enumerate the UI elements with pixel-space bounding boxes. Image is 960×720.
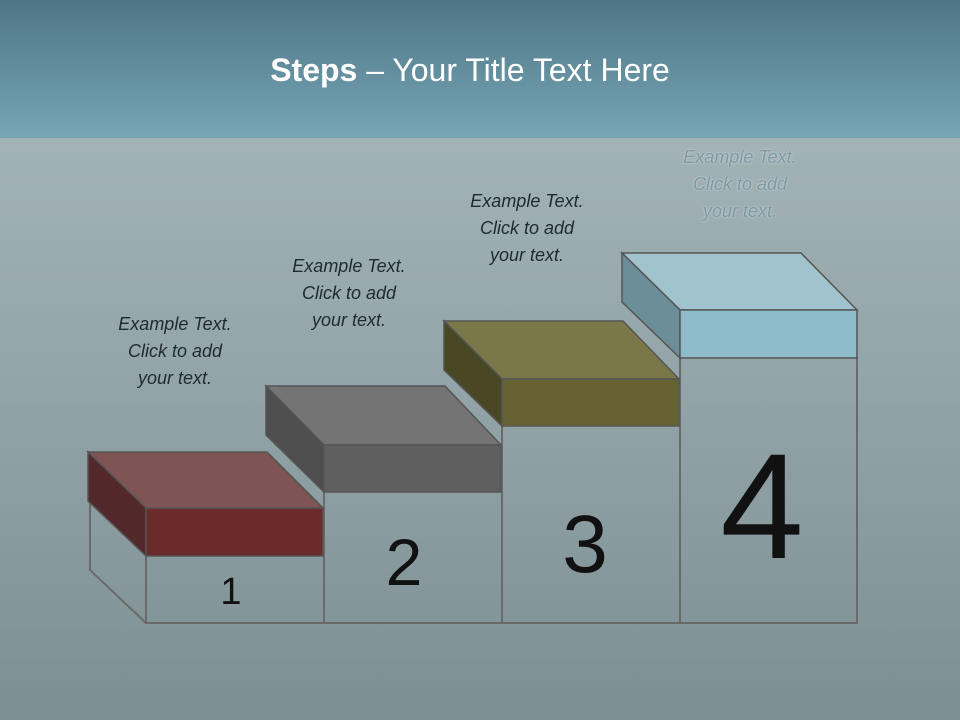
step-3-text-line: your text. xyxy=(489,245,565,265)
title-text: – Your Title Text Here xyxy=(357,52,670,88)
title-bold: Steps xyxy=(270,52,358,88)
step-2-text-line: Click to add xyxy=(301,283,397,303)
step-2-number: 2 xyxy=(386,525,423,599)
slide-title[interactable]: Steps – Your Title Text Here xyxy=(0,52,940,89)
step-3-block[interactable] xyxy=(442,319,681,428)
step-3-text[interactable]: Example Text. Click to add your text. xyxy=(452,188,602,269)
step-1-text-line: Example Text. xyxy=(118,314,232,334)
step-3-text-line: Example Text. xyxy=(470,191,584,211)
step-4-number: 4 xyxy=(720,422,803,590)
step-3-text-line: Click to add xyxy=(479,218,575,238)
step-4-text-line: Example Text. xyxy=(683,147,797,167)
step-4-text[interactable]: Example Text. Click to add your text. xyxy=(665,144,815,225)
title-bar: Steps – Your Title Text Here xyxy=(0,0,960,138)
step-4-text-line: your text. xyxy=(702,201,778,221)
step-4-text-line: Click to add xyxy=(692,174,788,194)
step-1-text-line: Click to add xyxy=(127,341,223,361)
step-4-block[interactable] xyxy=(620,251,859,360)
step-2-text[interactable]: Example Text. Click to add your text. xyxy=(274,253,424,334)
step-2-text-line: Example Text. xyxy=(292,256,406,276)
step-1-text[interactable]: Example Text. Click to add your text. xyxy=(100,311,250,392)
step-1-number: 1 xyxy=(220,571,241,613)
step-2-block[interactable] xyxy=(264,384,503,494)
step-3-number: 3 xyxy=(562,499,608,590)
step-1-block[interactable] xyxy=(86,450,325,558)
step-2-text-line: your text. xyxy=(311,310,387,330)
step-1-text-line: your text. xyxy=(137,368,213,388)
